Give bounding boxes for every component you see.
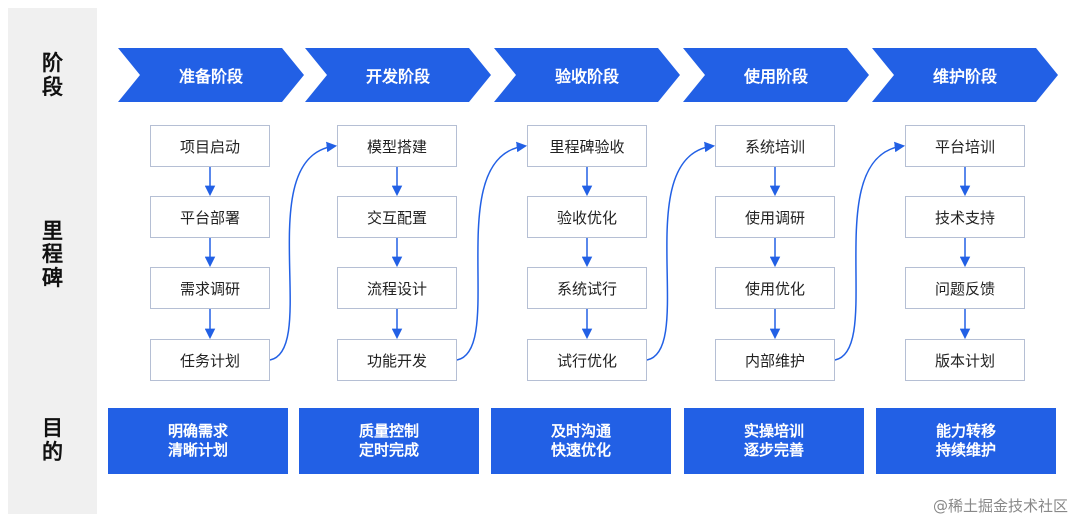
- row-label-phase-char: 段: [42, 75, 63, 99]
- milestone-box: 平台部署: [150, 196, 270, 238]
- row-label-goal-char: 的: [42, 440, 63, 464]
- goal-line: 快速优化: [550, 441, 611, 459]
- goal-line: 能力转移: [935, 421, 996, 440]
- goal-line: 明确需求: [167, 421, 228, 440]
- milestone-box: 交互配置: [337, 196, 457, 238]
- goal-line: 质量控制: [358, 421, 419, 440]
- phase-title: 使用阶段: [743, 67, 808, 86]
- milestone-box: 内部维护: [715, 339, 835, 381]
- milestone-box: 项目启动: [150, 125, 270, 167]
- phase-chevron: [683, 48, 869, 102]
- goal-box: 明确需求清晰计划: [108, 408, 288, 474]
- milestone-box: 任务计划: [150, 339, 270, 381]
- milestone-box: 系统培训: [715, 125, 835, 167]
- milestone-box: 模型搭建: [337, 125, 457, 167]
- milestone-box: 使用调研: [715, 196, 835, 238]
- milestone-box: 试行优化: [527, 339, 647, 381]
- phase-connector-arrow: [456, 141, 528, 361]
- goal-line: 持续维护: [935, 441, 996, 459]
- phase-chevron: [118, 48, 304, 102]
- goal-box: 实操培训逐步完善: [684, 408, 864, 474]
- goal-box: 能力转移持续维护: [876, 408, 1056, 474]
- row-label-phase: 阶 段: [8, 46, 97, 106]
- row-label-milestone-char: 里: [42, 218, 63, 243]
- phase-connector-arrow: [646, 141, 716, 361]
- goal-box: 及时沟通快速优化: [491, 408, 671, 474]
- goal-line: 实操培训: [743, 421, 804, 440]
- phase-title: 验收阶段: [554, 67, 619, 86]
- milestone-box: 版本计划: [905, 339, 1025, 381]
- milestone-box: 验收优化: [527, 196, 647, 238]
- phase-chevron: [305, 48, 491, 102]
- phase-title: 准备阶段: [178, 67, 243, 86]
- row-label-milestone-char: 程: [42, 242, 63, 267]
- phase-connector-arrow: [834, 141, 906, 361]
- row-label-goal-char: 目: [42, 416, 63, 441]
- milestone-box: 流程设计: [337, 267, 457, 309]
- goal-line: 清晰计划: [167, 441, 228, 459]
- milestone-box: 使用优化: [715, 267, 835, 309]
- milestone-box: 问题反馈: [905, 267, 1025, 309]
- goal-line: 及时沟通: [550, 421, 611, 440]
- phase-title: 维护阶段: [932, 67, 997, 86]
- goal-box: 质量控制定时完成: [299, 408, 479, 474]
- row-label-goal: 目 的: [8, 410, 97, 472]
- phase-title: 开发阶段: [365, 67, 430, 86]
- row-label-milestone-char: 碑: [42, 265, 63, 290]
- phase-connector-arrow: [269, 141, 338, 361]
- milestone-box: 里程碑验收: [527, 125, 647, 167]
- goal-line: 定时完成: [358, 441, 419, 459]
- row-label-panel: [8, 8, 97, 514]
- milestone-box: 技术支持: [905, 196, 1025, 238]
- milestone-box: 功能开发: [337, 339, 457, 381]
- row-label-milestone: 里 程 碑: [8, 210, 97, 300]
- goal-line: 逐步完善: [743, 441, 804, 459]
- phase-chevron: [494, 48, 680, 102]
- watermark: @稀土掘金技术社区: [932, 497, 1068, 515]
- phase-chevron: [872, 48, 1058, 102]
- milestone-box: 平台培训: [905, 125, 1025, 167]
- milestone-box: 需求调研: [150, 267, 270, 309]
- row-label-phase-char: 阶: [42, 51, 63, 76]
- milestone-box: 系统试行: [527, 267, 647, 309]
